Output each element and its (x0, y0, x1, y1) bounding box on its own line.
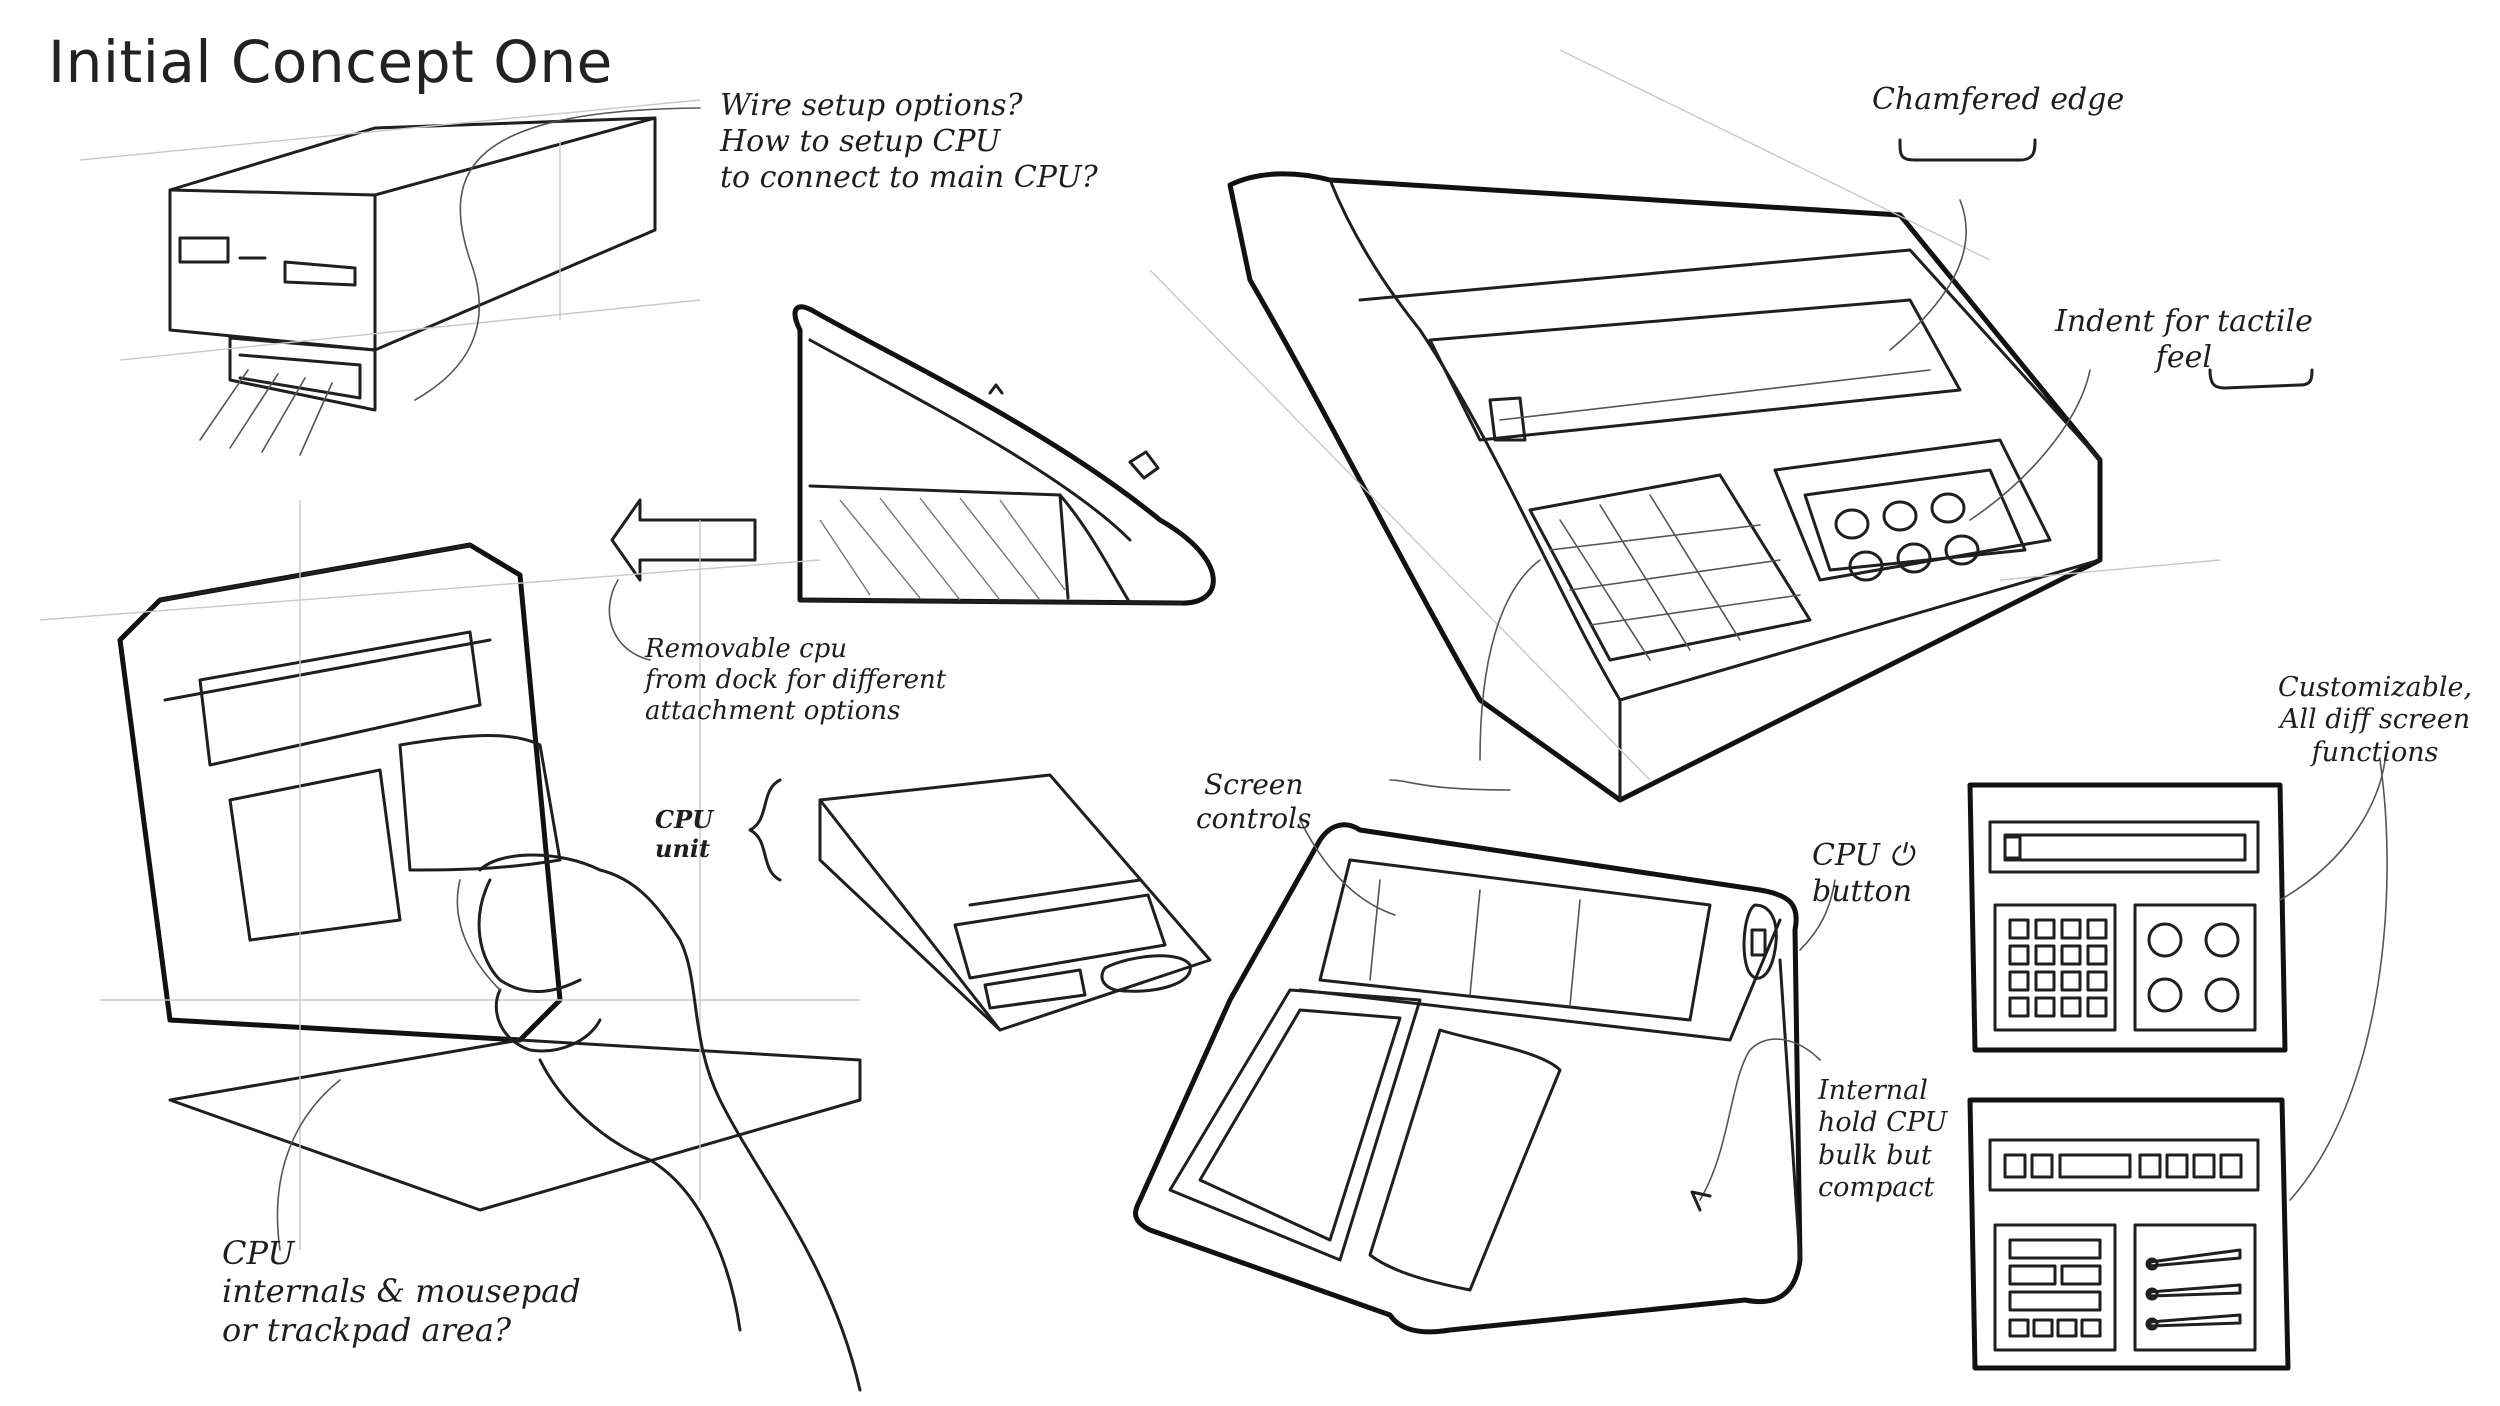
note-screen-controls: Screen controls (1196, 768, 1312, 835)
note-indent-tactile: Indent for tactile feel (2055, 304, 2313, 375)
stacked-cpu-box-sketch (79, 99, 701, 456)
note-cpu-button: CPU ⏻ button (1812, 838, 1914, 909)
dock-with-screen-sketch (1133, 779, 1836, 1335)
note-wire-setup: Wire setup options? How to setup CPU to … (720, 88, 1098, 195)
small-cpu-unit-sketch (748, 773, 1212, 1032)
note-chamfered-edge: Chamfered edge (1872, 82, 2125, 117)
note-removable-cpu: Removable cpu from dock for different at… (645, 634, 947, 727)
desk-device-hand-sketch (39, 500, 862, 1392)
large-console-sketch (1149, 49, 2314, 803)
side-profile-dock-sketch (608, 304, 1216, 661)
note-cpu-unit: CPU unit (655, 805, 714, 863)
note-customizable: Customizable, All diff screen functions (2278, 672, 2473, 768)
page-title: Initial Concept One (48, 28, 613, 96)
screen-panels-sketch (1967, 759, 2388, 1371)
note-internal-hold: Internal hold CPU bulk but compact (1818, 1075, 1948, 1204)
note-cpu-internals: CPU internals & mousepad or trackpad are… (222, 1234, 581, 1349)
